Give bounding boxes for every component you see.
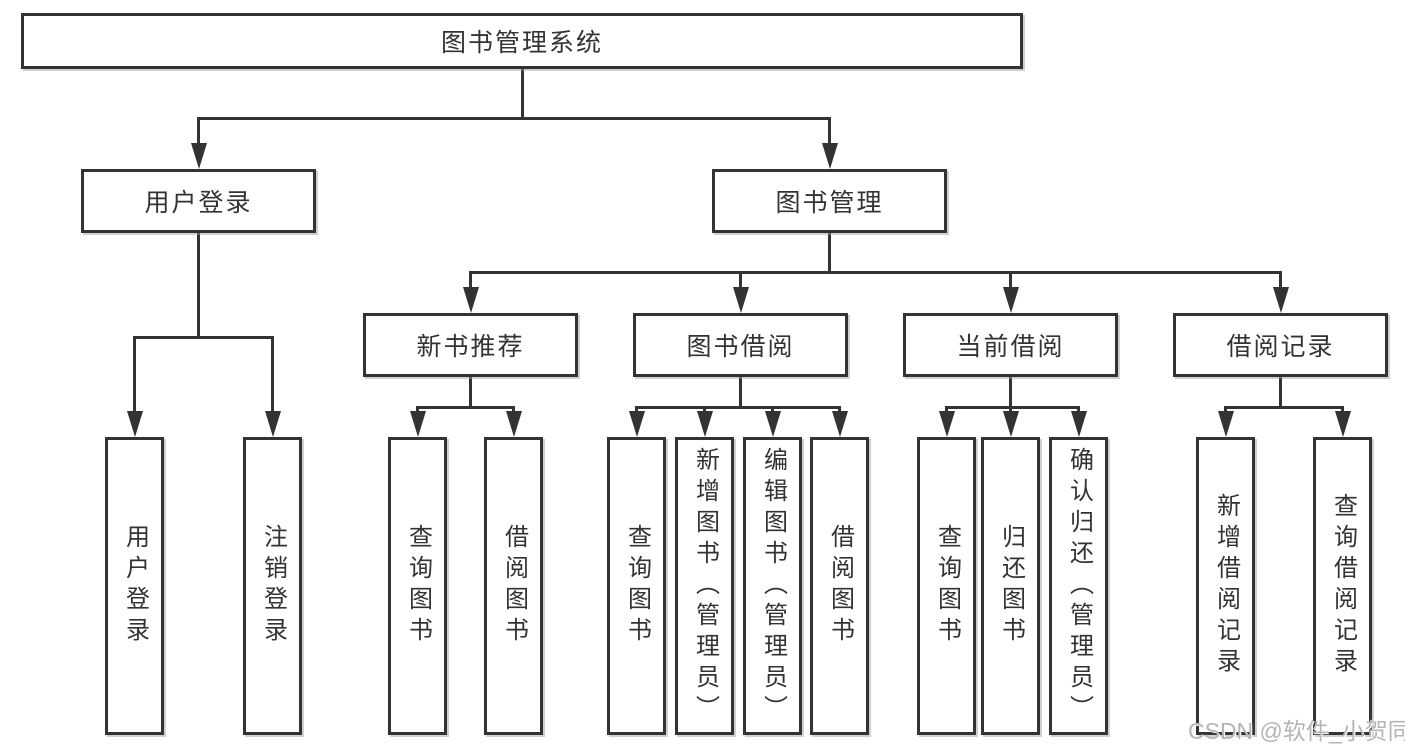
arrow-down-icon — [822, 143, 838, 169]
connector-rail — [197, 117, 831, 120]
diagram-node-leaf-d1: 新增借阅记录 — [1196, 437, 1255, 735]
connector-drop — [1009, 271, 1012, 292]
diagram-node-leaf-c2: 归还图书 — [981, 437, 1040, 735]
arrow-down-icon — [629, 411, 645, 437]
arrow-down-icon — [1273, 287, 1289, 313]
diagram-node-label: 图书借阅 — [686, 333, 795, 361]
arrow-down-icon — [127, 411, 143, 437]
arrow-down-icon — [1218, 411, 1234, 437]
connector-stem — [828, 233, 831, 274]
arrow-down-icon — [1003, 411, 1019, 437]
diagram-node-label: 图书管理系统 — [440, 29, 603, 57]
connector-stem — [469, 377, 472, 409]
diagram-node-leaf-login: 用户登录 — [105, 437, 164, 735]
diagram-node-root: 图书管理系统 — [21, 13, 1023, 69]
diagram-node-label: 编辑图书（管理员） — [759, 446, 787, 726]
watermark-text: CSDN @软件_小贺同学 — [1188, 718, 1405, 744]
diagram-node-label: 查询借阅记录 — [1329, 493, 1357, 679]
connector-stem — [1009, 377, 1012, 409]
connector-stem — [521, 69, 524, 120]
diagram-node-book-mgmt: 图书管理 — [712, 169, 947, 233]
diagram-node-label: 图书管理 — [775, 189, 884, 217]
diagram-node-leaf-b3: 编辑图书（管理员） — [743, 437, 802, 735]
diagram-node-label: 新增图书（管理员） — [691, 446, 719, 726]
connector-drop — [469, 271, 472, 292]
arrow-down-icon — [1003, 287, 1019, 313]
diagram-node-label: 用户登录 — [121, 524, 149, 648]
connector-rail — [945, 406, 1080, 409]
diagram-node-leaf-a1: 查询图书 — [388, 437, 447, 735]
arrow-down-icon — [463, 287, 479, 313]
diagram-node-label: 查询图书 — [623, 524, 651, 648]
diagram-node-label: 查询图书 — [933, 524, 961, 648]
arrow-down-icon — [765, 411, 781, 437]
arrow-down-icon — [410, 411, 426, 437]
arrow-down-icon — [733, 287, 749, 313]
diagram-node-leaf-logout: 注销登录 — [243, 437, 302, 735]
diagram-node-leaf-c3: 确认归还（管理员） — [1049, 437, 1108, 735]
diagram-node-current-borrow: 当前借阅 — [903, 313, 1118, 377]
connector-drop — [828, 117, 831, 148]
arrow-down-icon — [1335, 411, 1351, 437]
diagram-node-label: 借阅图书 — [826, 524, 854, 648]
diagram-node-label: 新增借阅记录 — [1212, 493, 1240, 679]
diagram-node-user-login: 用户登录 — [81, 169, 316, 233]
connector-rail — [1224, 406, 1344, 409]
diagram-node-label: 查询图书 — [404, 524, 432, 648]
diagram-node-leaf-b4: 借阅图书 — [810, 437, 869, 735]
connector-stem — [1279, 377, 1282, 409]
diagram-node-leaf-b1: 查询图书 — [607, 437, 666, 735]
diagram-node-label: 借阅图书 — [500, 524, 528, 648]
connector-rail — [469, 271, 1282, 274]
arrow-down-icon — [506, 411, 522, 437]
diagram-node-label: 当前借阅 — [956, 333, 1065, 361]
arrow-down-icon — [832, 411, 848, 437]
arrow-down-icon — [697, 411, 713, 437]
diagram-node-leaf-b2: 新增图书（管理员） — [675, 437, 734, 735]
diagram-node-label: 注销登录 — [259, 524, 287, 648]
diagram-node-label: 用户登录 — [144, 189, 253, 217]
arrow-down-icon — [265, 411, 281, 437]
connector-rail — [416, 406, 515, 409]
connector-rail — [635, 406, 841, 409]
connector-stem — [739, 377, 742, 409]
diagram-node-leaf-a2: 借阅图书 — [484, 437, 543, 735]
connector-drop — [133, 336, 136, 416]
connector-rail — [133, 336, 274, 339]
diagram-node-book-borrow: 图书借阅 — [633, 313, 848, 377]
arrow-down-icon — [939, 411, 955, 437]
connector-drop — [739, 271, 742, 292]
connector-drop — [271, 336, 274, 416]
connector-drop — [197, 117, 200, 148]
diagram-node-label: 新书推荐 — [416, 333, 525, 361]
diagram-node-label: 确认归还（管理员） — [1065, 446, 1093, 726]
arrow-down-icon — [191, 143, 207, 169]
diagram-node-label: 借阅记录 — [1226, 333, 1335, 361]
diagram-node-label: 归还图书 — [997, 524, 1025, 648]
diagram-node-borrow-records: 借阅记录 — [1173, 313, 1388, 377]
diagram-node-leaf-d2: 查询借阅记录 — [1313, 437, 1372, 735]
arrow-down-icon — [1071, 411, 1087, 437]
connector-drop — [1279, 271, 1282, 292]
diagram-node-leaf-c1: 查询图书 — [917, 437, 976, 735]
connector-stem — [197, 233, 200, 339]
diagram-node-new-books: 新书推荐 — [363, 313, 578, 377]
